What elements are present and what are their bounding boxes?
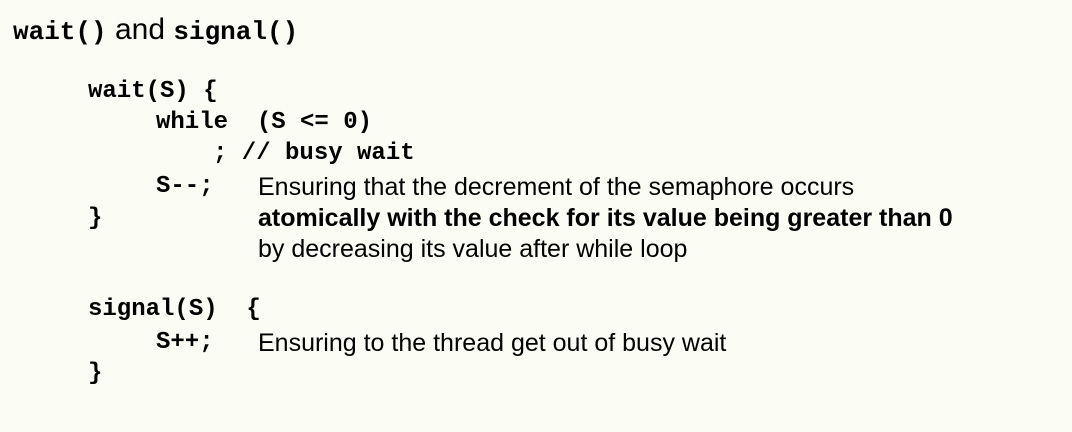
wait-close-brace: } <box>88 205 103 232</box>
title-wait: wait() <box>13 17 107 47</box>
wait-note-line-2: atomically with the check for its value … <box>258 204 953 232</box>
signal-header: signal(S) { <box>88 296 261 323</box>
title-signal: signal() <box>173 17 299 47</box>
increment-line: S++; <box>156 329 214 356</box>
wait-header: wait(S) { <box>88 78 218 105</box>
slide-title: wait() and signal() <box>13 13 299 47</box>
signal-close-brace: } <box>88 360 103 387</box>
while-line: while (S <= 0) <box>156 109 373 136</box>
busy-wait-line: ; // busy wait <box>213 140 415 167</box>
title-and: and <box>106 13 174 46</box>
decrement-line: S--; <box>156 173 214 200</box>
signal-note: Ensuring to the thread get out of busy w… <box>258 329 727 357</box>
wait-note-line-3: by decreasing its value after while loop <box>258 235 688 263</box>
wait-note-line-1: Ensuring that the decrement of the semap… <box>258 173 855 201</box>
